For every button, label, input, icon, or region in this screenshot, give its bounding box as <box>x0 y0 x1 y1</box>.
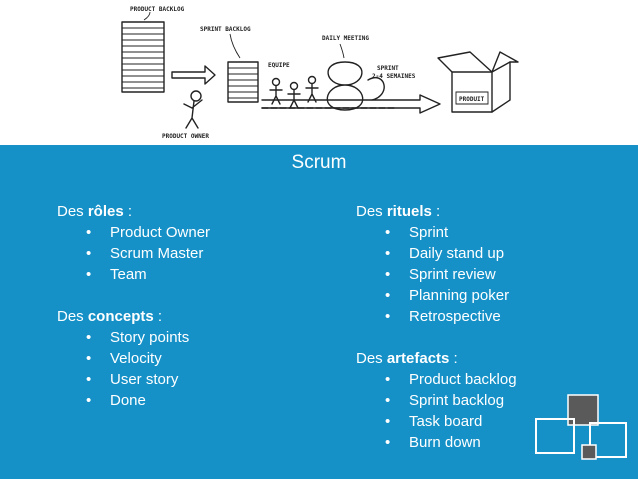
list-item: •Planning poker <box>385 287 510 304</box>
label-product-backlog: PRODUCT BACKLOG <box>130 6 185 13</box>
list-item: •Task board <box>385 413 483 430</box>
label-sprint-duration: 2-4 SEMAINES <box>372 73 416 80</box>
concepts-list: •Story points •Velocity •User story •Don… <box>57 327 210 411</box>
product-owner-figure <box>183 90 203 129</box>
list-item: •Sprint review <box>385 266 496 283</box>
list-item: •Daily stand up <box>385 245 505 262</box>
list-item: •Product Owner <box>86 224 211 241</box>
concepts-heading: Des concepts : <box>57 308 163 325</box>
slide-title: Scrum <box>291 152 347 173</box>
label-equipe: EQUIPE <box>268 62 290 69</box>
team-figures <box>269 75 319 109</box>
roles-list: •Product Owner •Scrum Master •Team <box>57 222 210 285</box>
label-sprint-backlog: SPRINT BACKLOG <box>200 26 251 33</box>
list-item: •Sprint <box>385 224 449 241</box>
product-backlog-stack <box>121 21 165 93</box>
product-box <box>437 51 519 113</box>
artefacts-list: •Product backlog •Sprint backlog •Task b… <box>356 369 517 453</box>
list-item: •Velocity <box>86 350 162 367</box>
left-column: Des rôles : •Product Owner •Scrum Master… <box>57 201 210 432</box>
artefacts-heading: Des artefacts : <box>356 350 458 367</box>
rituels-heading: Des rituels : <box>356 203 441 220</box>
list-item: •Story points <box>86 329 190 346</box>
decorative-squares <box>535 394 627 460</box>
label-daily-meeting: DAILY MEETING <box>322 35 369 42</box>
label-produit: PRODUIT <box>459 96 485 103</box>
rituels-list: •Sprint •Daily stand up •Sprint review •… <box>356 222 517 327</box>
label-sprint: SPRINT <box>377 65 399 72</box>
list-item: •Burn down <box>385 434 481 451</box>
sprint-backlog-stack <box>227 61 259 103</box>
roles-heading: Des rôles : <box>57 203 133 220</box>
list-item: •Retrospective <box>385 308 501 325</box>
scrum-process-illustration: PRODUCT BACKLOG SPRINT BACKLOG PRODUCT O… <box>121 6 519 140</box>
label-product-owner: PRODUCT OWNER <box>162 133 209 140</box>
list-item: •Product backlog <box>385 371 517 388</box>
list-item: •Sprint backlog <box>385 392 505 409</box>
right-column: Des rituels : •Sprint •Daily stand up •S… <box>356 201 517 474</box>
list-item: •Scrum Master <box>86 245 204 262</box>
slide-content: Scrum Des rôles : •Product Owner •Scrum … <box>0 145 638 479</box>
list-item: •Done <box>86 392 146 409</box>
list-item: •User story <box>86 371 179 388</box>
list-item: •Team <box>86 266 147 283</box>
